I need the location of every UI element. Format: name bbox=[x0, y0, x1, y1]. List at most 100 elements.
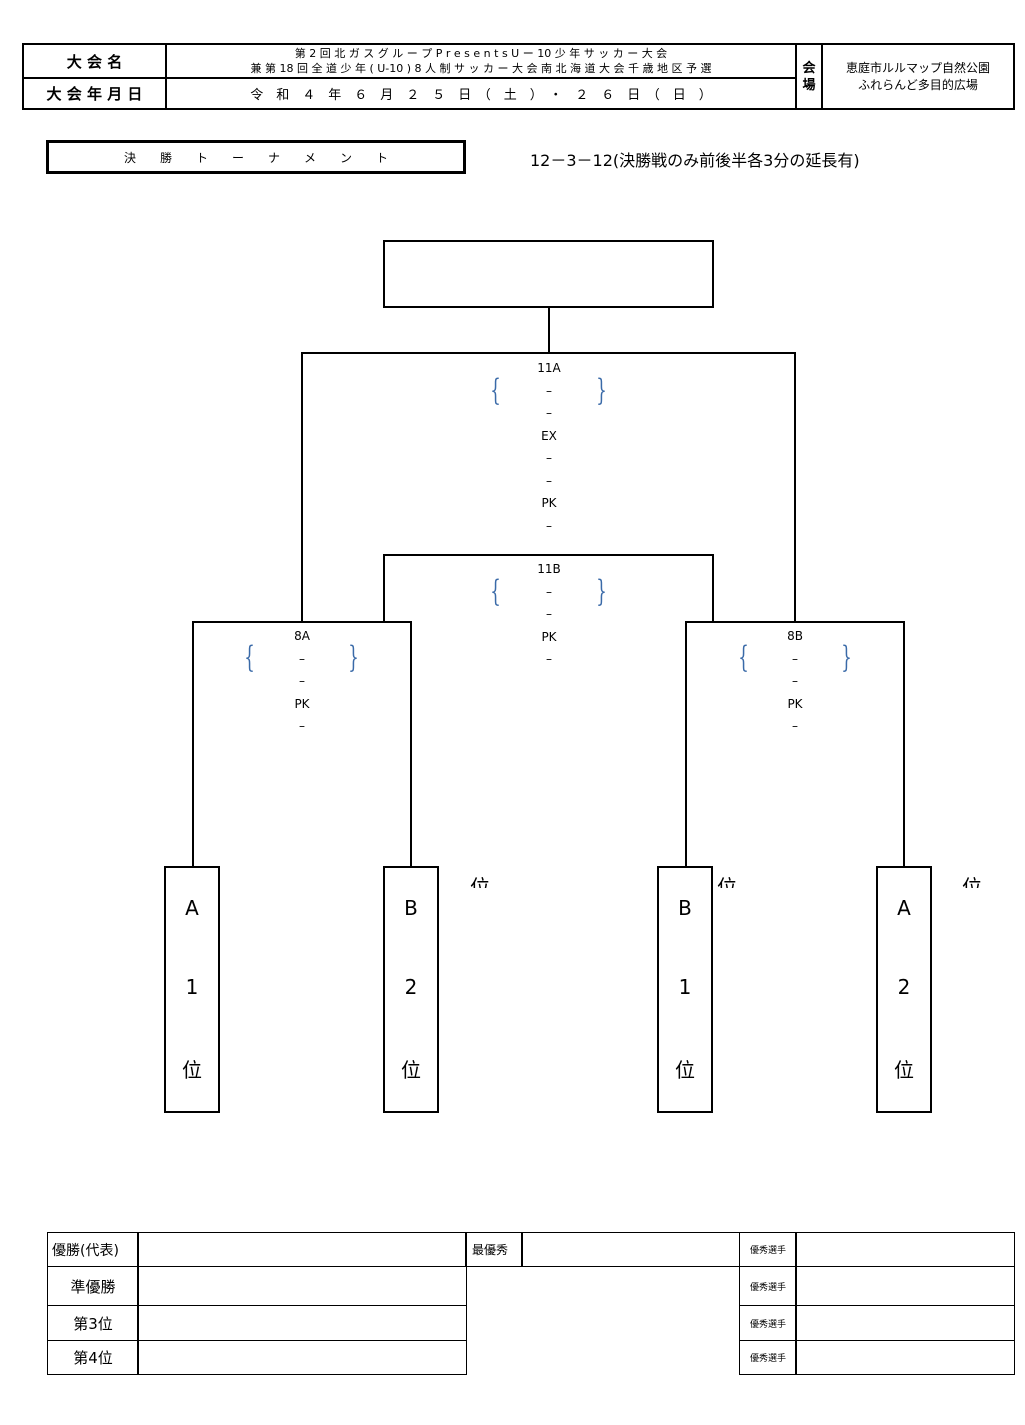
semi-a-match-score: 8A – – PK – bbox=[252, 625, 352, 738]
right-brace-icon: } bbox=[348, 640, 359, 675]
right-brace-icon: } bbox=[841, 640, 852, 675]
divider bbox=[24, 77, 795, 79]
ex-label: EX bbox=[541, 428, 557, 443]
mvp-value bbox=[521, 1232, 740, 1267]
match-code: 8B bbox=[787, 629, 803, 643]
team-rank-suffix: 位 bbox=[675, 1058, 695, 1083]
score-dash: – bbox=[299, 719, 305, 733]
venue-line2: ふれらんど多目的広場 bbox=[858, 77, 978, 92]
clipped-char: 位 bbox=[962, 876, 982, 888]
team-slot-a2: A 2 位 bbox=[876, 866, 932, 1113]
team-slot-b1: B 1 位 bbox=[657, 866, 713, 1113]
third-place-label: 第3位 bbox=[47, 1305, 139, 1341]
pk-label: PK bbox=[541, 629, 557, 644]
score-dash: – bbox=[546, 652, 552, 666]
third-place-match-score: 11B – – PK – bbox=[499, 558, 599, 671]
bracket-line bbox=[192, 621, 412, 623]
venue-label: 会 場 bbox=[797, 45, 821, 108]
pk-label: PK bbox=[541, 496, 557, 510]
divider bbox=[821, 45, 823, 108]
score-dash: – bbox=[546, 607, 552, 621]
team-rank: 1 bbox=[678, 974, 692, 999]
clipped-char: 位 bbox=[717, 876, 737, 888]
score-dash: – bbox=[546, 584, 552, 599]
bracket-line bbox=[685, 621, 905, 623]
third-place-value bbox=[137, 1305, 467, 1341]
date-value: 令 和 ４ 年 ６ 月 ２ ５ 日 （ 土 ） ・ ２ ６ 日 （ 日 ） bbox=[250, 88, 712, 103]
bracket-line bbox=[794, 352, 796, 622]
winner-label: 優勝(代表) bbox=[47, 1232, 139, 1267]
team-rank: 2 bbox=[897, 974, 911, 999]
tournament-name-line1: 第 2 回 北 ガ ス グ ル ー プ P r e s e n t s U ー … bbox=[294, 47, 668, 60]
bracket-line bbox=[192, 621, 194, 867]
bracket-line bbox=[301, 352, 303, 622]
excellent-player-value bbox=[795, 1305, 1015, 1341]
match-code: 8A bbox=[294, 629, 310, 643]
excellent-player-label: 優秀選手 bbox=[739, 1340, 797, 1375]
divider bbox=[795, 45, 797, 108]
team-group: A bbox=[897, 895, 911, 920]
venue: 恵庭市ルルマップ自然公園 ふれらんど多目的広場 bbox=[823, 45, 1013, 108]
score-dash: – bbox=[792, 719, 798, 733]
bracket-line bbox=[903, 621, 905, 867]
team-rank-suffix: 位 bbox=[401, 1058, 421, 1083]
final-match-score: 11A – – EX – – PK – bbox=[499, 357, 599, 537]
tournament-name-label: 大 会 名 bbox=[66, 52, 123, 71]
team-rank-suffix: 位 bbox=[182, 1058, 202, 1083]
venue-label-2: 場 bbox=[802, 77, 816, 93]
bracket-line bbox=[301, 352, 796, 354]
team-slot-b2: B 2 位 bbox=[383, 866, 439, 1113]
bracket-line bbox=[410, 621, 412, 867]
tournament-name-line2: 兼 第 18 回 全 道 少 年 ( U-10 ) 8 人 制 サ ッ カ ー … bbox=[250, 62, 712, 75]
left-brace-icon: { bbox=[490, 574, 501, 609]
bracket-line bbox=[383, 554, 385, 622]
score-dash: – bbox=[546, 451, 552, 465]
semi-b-match-score: 8B – – PK – bbox=[745, 625, 845, 738]
bracket-line bbox=[685, 621, 687, 867]
excellent-player-label: 優秀選手 bbox=[739, 1305, 797, 1341]
divider bbox=[165, 45, 167, 108]
right-brace-icon: } bbox=[596, 373, 607, 408]
score-dash: – bbox=[546, 473, 552, 488]
date-label: 大 会 年 月 日 bbox=[46, 85, 143, 103]
team-rank-suffix: 位 bbox=[894, 1058, 914, 1083]
fourth-place-label: 第4位 bbox=[47, 1340, 139, 1375]
left-brace-icon: { bbox=[738, 640, 749, 675]
excellent-player-value bbox=[795, 1340, 1015, 1375]
section-title: 決 勝 ト ー ナ メ ン ト bbox=[46, 140, 466, 174]
bracket-line bbox=[712, 554, 714, 622]
score-dash: – bbox=[546, 518, 552, 533]
left-brace-icon: { bbox=[490, 373, 501, 408]
excellent-player-label: 優秀選手 bbox=[739, 1266, 797, 1306]
score-dash: – bbox=[299, 651, 305, 666]
runner-up-value bbox=[137, 1266, 467, 1306]
champion-box bbox=[383, 240, 714, 308]
bracket-line bbox=[383, 554, 714, 556]
team-group: B bbox=[678, 895, 692, 920]
runner-up-label: 準優勝 bbox=[47, 1266, 139, 1306]
left-brace-icon: { bbox=[244, 640, 255, 675]
score-dash: – bbox=[792, 674, 798, 688]
team-group: B bbox=[404, 895, 418, 920]
team-slot-a1: A 1 位 bbox=[164, 866, 220, 1113]
clipped-char: 位 bbox=[470, 876, 490, 888]
excellent-player-label: 優秀選手 bbox=[739, 1232, 797, 1267]
excellent-player-value bbox=[795, 1266, 1015, 1306]
bracket-line bbox=[548, 308, 550, 353]
format-note: 12－3－12(決勝戦のみ前後半各3分の延長有) bbox=[530, 151, 860, 170]
match-code: 11B bbox=[537, 562, 561, 576]
venue-line1: 恵庭市ルルマップ自然公園 bbox=[845, 60, 990, 75]
fourth-place-value bbox=[137, 1340, 467, 1375]
score-dash: – bbox=[792, 651, 798, 666]
header-table: 大 会 名 大 会 年 月 日 第 2 回 北 ガ ス グ ル ー プ P r … bbox=[22, 43, 1015, 110]
score-dash: – bbox=[299, 674, 305, 688]
tournament-name: 第 2 回 北 ガ ス グ ル ー プ P r e s e n t s U ー … bbox=[167, 45, 795, 77]
mvp-label: 最優秀 bbox=[465, 1232, 523, 1267]
excellent-player-value bbox=[795, 1232, 1015, 1267]
venue-label-1: 会 bbox=[802, 60, 816, 76]
pk-label: PK bbox=[294, 696, 310, 711]
team-group: A bbox=[185, 895, 199, 920]
right-brace-icon: } bbox=[596, 574, 607, 609]
team-rank: 2 bbox=[404, 974, 418, 999]
score-dash: – bbox=[546, 406, 552, 420]
